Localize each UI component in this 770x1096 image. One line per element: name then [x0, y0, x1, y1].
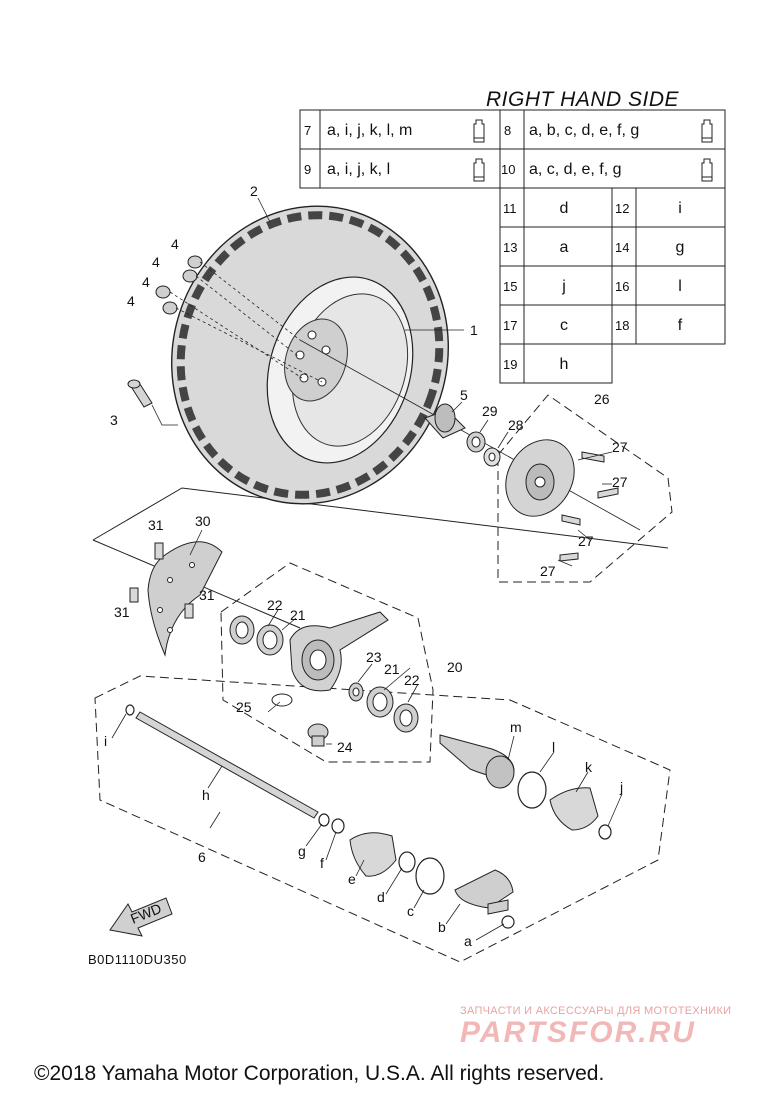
watermark-tagline: ЗАПЧАСТИ И АКСЕССУАРЫ ДЛЯ МОТОТЕХНИКИ — [460, 1005, 732, 1017]
table-letter: f — [678, 317, 683, 334]
table-num: 12 — [615, 201, 629, 216]
table-num: 15 — [503, 279, 517, 294]
diagram-side-title: RIGHT HAND SIDE — [486, 88, 680, 111]
callout-22: 22 — [267, 597, 283, 613]
table-num: 16 — [615, 279, 629, 294]
callout-3: 3 — [110, 412, 118, 428]
knuckle-part — [289, 611, 389, 692]
leader-line — [92, 487, 669, 549]
callout-31: 31 — [114, 604, 130, 620]
boot-part — [349, 787, 599, 877]
callout-4: 4 — [171, 236, 179, 252]
callout-2: 2 — [250, 183, 258, 199]
table-letters: a, b, c, d, e, f, g — [529, 122, 639, 139]
table-letters: a, i, j, k, l, m — [327, 122, 412, 139]
tire-part — [171, 205, 449, 505]
table-num: 17 — [503, 318, 517, 333]
table-num: 11 — [503, 201, 517, 216]
callout-24: 24 — [337, 739, 353, 755]
leader-line — [151, 404, 178, 426]
callout-28: 28 — [508, 417, 524, 433]
callout-d: d — [377, 889, 385, 905]
callout-h: h — [202, 787, 210, 803]
cv-joint-part — [439, 734, 515, 915]
callout-5: 5 — [460, 387, 468, 403]
table-letters: a, c, d, e, f, g — [529, 161, 622, 178]
callout-21: 21 — [384, 661, 400, 677]
callout-m: m — [510, 719, 522, 735]
callout-j: j — [619, 779, 623, 795]
callout-l: l — [552, 739, 555, 755]
table-num: 13 — [503, 240, 517, 255]
callout-i: i — [104, 733, 107, 749]
table-letter: c — [560, 317, 568, 334]
callout-a: a — [464, 933, 472, 949]
table-letter: g — [676, 239, 685, 256]
nut-part — [466, 431, 486, 453]
callout-27: 27 — [612, 439, 628, 455]
table-num: 10 — [501, 162, 515, 177]
table-num: 19 — [503, 357, 517, 372]
hub-bolt-part — [559, 451, 619, 562]
table-letters: a, i, j, k, l — [327, 161, 390, 178]
callout-21: 21 — [290, 607, 306, 623]
callout-27: 27 — [612, 474, 628, 490]
wheel-stud-part — [127, 379, 153, 408]
callout-31: 31 — [148, 517, 164, 533]
circlip-part — [271, 693, 293, 707]
callout-4: 4 — [127, 293, 135, 309]
table-num: 9 — [304, 162, 311, 177]
callout-29: 29 — [482, 403, 498, 419]
ball-joint-part — [307, 723, 329, 747]
callout-g: g — [298, 843, 306, 859]
hub-spacer-part — [424, 403, 466, 439]
table-num: 14 — [615, 240, 629, 255]
callout-4: 4 — [142, 274, 150, 290]
callout-25: 25 — [236, 699, 252, 715]
assembly-outlines — [94, 394, 673, 963]
lug-nut-part — [155, 255, 203, 315]
callout-31: 31 — [199, 587, 215, 603]
callout-20: 20 — [447, 659, 463, 675]
washer-part — [483, 447, 501, 467]
callout-f: f — [320, 855, 324, 871]
callout-c: c — [407, 903, 414, 919]
table-letter: h — [560, 356, 569, 373]
callout-b: b — [438, 919, 446, 935]
table-letter: i — [678, 200, 682, 217]
table-num: 8 — [504, 123, 511, 138]
forward-arrow-icon — [109, 897, 173, 937]
grease-tube-icon — [473, 119, 713, 182]
table-letter: j — [561, 278, 566, 295]
band-part — [125, 704, 612, 929]
table-letter: a — [560, 239, 569, 256]
callout-4: 4 — [152, 254, 160, 270]
callout-6: 6 — [198, 849, 206, 865]
table-num: 7 — [304, 123, 311, 138]
callout-e: e — [348, 871, 356, 887]
diagram-code: B0D1110DU350 — [88, 952, 187, 967]
callout-30: 30 — [195, 513, 211, 529]
leader-lines — [169, 261, 323, 383]
callout-23: 23 — [366, 649, 382, 665]
callout-27: 27 — [578, 533, 594, 549]
axle-shaft-part — [135, 711, 319, 819]
disc-bolt-part — [129, 542, 194, 619]
table-letter: d — [560, 200, 569, 217]
callout-k: k — [585, 759, 593, 775]
hub-part — [505, 439, 575, 517]
callout-27: 27 — [540, 563, 556, 579]
table-num: 18 — [615, 318, 629, 333]
callout-leaders — [111, 197, 623, 941]
copyright-footer: ©2018 Yamaha Motor Corporation, U.S.A. A… — [34, 1062, 605, 1085]
callout-26: 26 — [594, 391, 610, 407]
table-letter: l — [678, 278, 682, 295]
callout-22: 22 — [404, 672, 420, 688]
parts-table — [299, 109, 726, 384]
watermark-logo: PARTSFOR.RU — [460, 1016, 696, 1049]
brake-disc-part — [147, 541, 223, 657]
callout-1: 1 — [470, 322, 478, 338]
bearing-part — [229, 615, 419, 733]
